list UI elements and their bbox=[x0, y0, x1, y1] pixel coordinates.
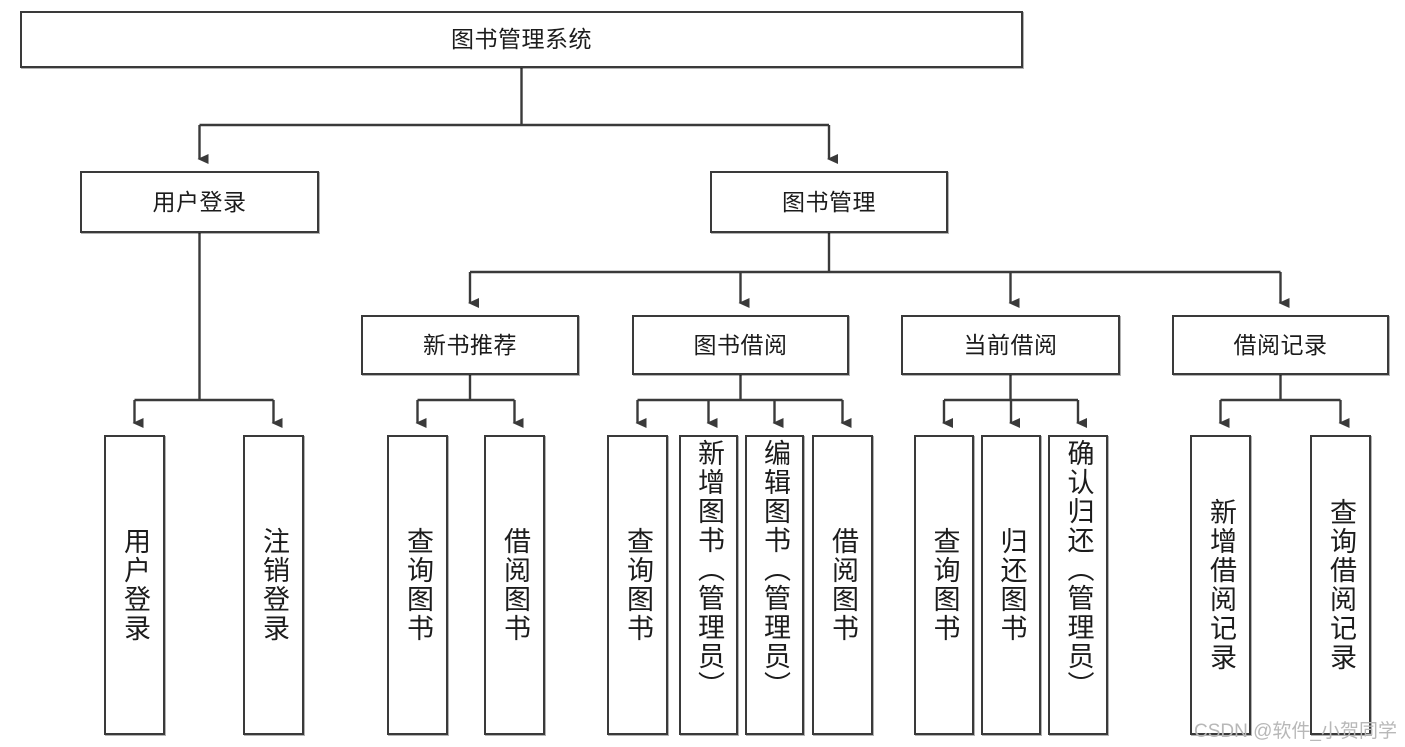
node-leaf12[interactable]: 新增借阅记录 bbox=[1190, 435, 1251, 735]
node-label: 当前借阅 bbox=[963, 331, 1058, 358]
node-label: 新增借阅记录 bbox=[1206, 498, 1236, 672]
node-leaf5[interactable]: 查询图书 bbox=[607, 435, 668, 735]
node-leaf9[interactable]: 查询图书 bbox=[914, 435, 974, 735]
node-label: 新增图书（管理员） bbox=[694, 439, 724, 700]
node-leaf2[interactable]: 注销登录 bbox=[243, 435, 304, 735]
node-records[interactable]: 借阅记录 bbox=[1172, 315, 1389, 375]
node-root[interactable]: 图书管理系统 bbox=[20, 11, 1023, 68]
node-borrow[interactable]: 图书借阅 bbox=[632, 315, 849, 375]
node-bookmgmt[interactable]: 图书管理 bbox=[710, 171, 948, 233]
node-leaf11[interactable]: 确认归还（管理员） bbox=[1048, 435, 1108, 735]
node-label: 借阅图书 bbox=[828, 527, 858, 643]
node-label: 注销登录 bbox=[259, 527, 289, 643]
node-leaf10[interactable]: 归还图书 bbox=[981, 435, 1041, 735]
node-label: 查询借阅记录 bbox=[1326, 498, 1356, 672]
node-leaf3[interactable]: 查询图书 bbox=[387, 435, 448, 735]
node-label: 图书管理 bbox=[782, 188, 876, 215]
node-label: 用户登录 bbox=[120, 527, 150, 643]
node-label: 借阅记录 bbox=[1233, 331, 1328, 358]
node-label: 查询图书 bbox=[623, 527, 653, 643]
node-label: 用户登录 bbox=[152, 188, 247, 215]
node-newbook[interactable]: 新书推荐 bbox=[361, 315, 579, 375]
node-leaf7[interactable]: 编辑图书（管理员） bbox=[745, 435, 804, 735]
node-label: 查询图书 bbox=[929, 527, 960, 643]
node-current[interactable]: 当前借阅 bbox=[901, 315, 1120, 375]
node-label: 查询图书 bbox=[403, 527, 433, 643]
node-label: 编辑图书（管理员） bbox=[760, 439, 790, 700]
node-label: 图书管理系统 bbox=[451, 26, 592, 53]
node-label: 新书推荐 bbox=[423, 331, 517, 358]
node-login[interactable]: 用户登录 bbox=[80, 171, 319, 233]
node-label: 归还图书 bbox=[996, 527, 1027, 643]
node-leaf13[interactable]: 查询借阅记录 bbox=[1310, 435, 1371, 735]
node-label: 借阅图书 bbox=[500, 527, 530, 643]
node-leaf4[interactable]: 借阅图书 bbox=[484, 435, 545, 735]
node-label: 图书借阅 bbox=[693, 331, 788, 358]
node-leaf1[interactable]: 用户登录 bbox=[104, 435, 165, 735]
node-label: 确认归还（管理员） bbox=[1063, 439, 1094, 700]
node-leaf8[interactable]: 借阅图书 bbox=[812, 435, 873, 735]
node-leaf6[interactable]: 新增图书（管理员） bbox=[679, 435, 738, 735]
